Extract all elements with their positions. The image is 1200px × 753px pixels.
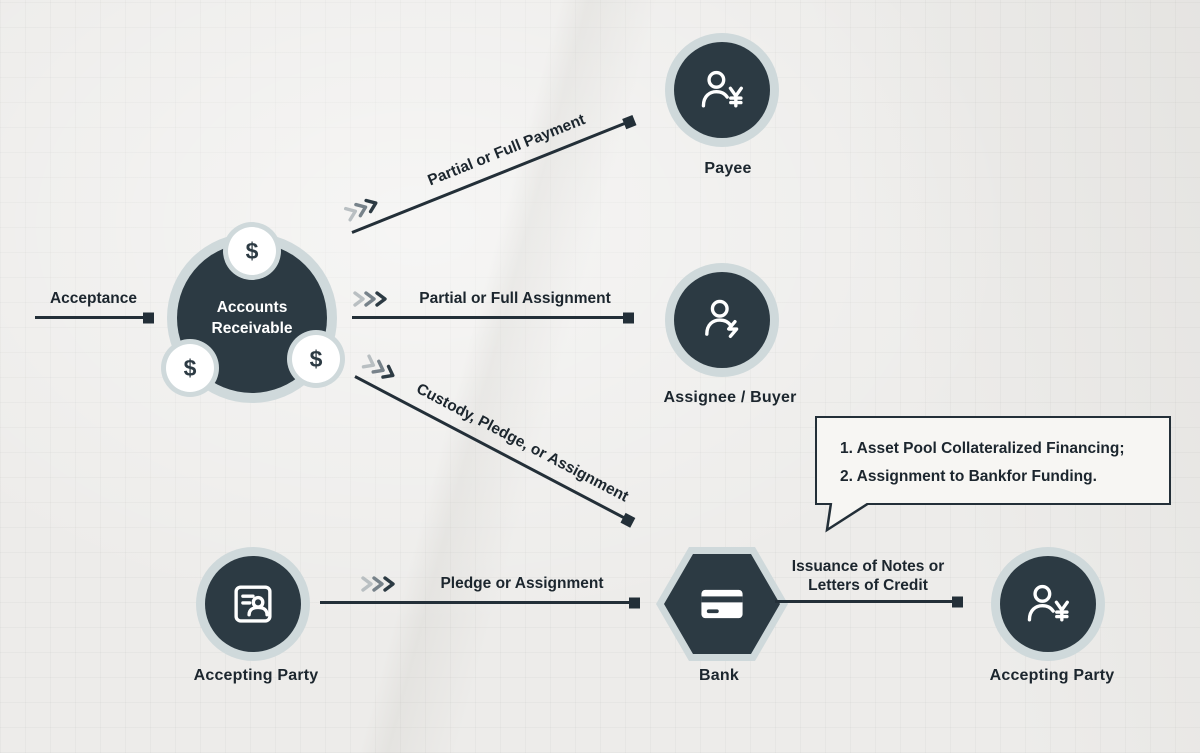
edge-acceptance-label: Acceptance	[49, 290, 137, 307]
person-transfer-icon	[705, 299, 739, 338]
edge-custody-pledge-assignment: Custody, Pledge, or Assignment	[354, 351, 645, 528]
dollar-badge-top: $	[228, 227, 276, 275]
document-person-icon	[234, 585, 272, 623]
edge-payment-label: Partial or Full Payment	[425, 111, 588, 190]
callout-tail	[825, 503, 870, 533]
arrow-endpoint-square	[620, 512, 636, 528]
arrow-line	[352, 312, 634, 323]
callout-line1: 1. Asset Pool Collateralized Financing;	[840, 440, 1125, 457]
person-yen-icon	[1027, 584, 1069, 622]
edge-issuance-line1: Issuance of Notes or	[791, 558, 945, 575]
edge-payment-label-row: Partial or Full Payment	[341, 94, 629, 225]
node-accepting-party-left	[205, 556, 301, 652]
node-label-accepting-party-left: Accepting Party	[193, 667, 319, 684]
triple-chevron-icon	[343, 198, 378, 222]
edge-acceptance-label-row: Acceptance	[35, 289, 152, 309]
dollar-icon: $	[245, 237, 259, 264]
arrow-line	[354, 375, 636, 528]
edge-acceptance: Acceptance	[35, 289, 154, 323]
dollar-badge-bottom-right: $	[292, 335, 340, 383]
node-label-accepting-party-right: Accepting Party	[989, 667, 1115, 684]
edge-assignment-label-row: Partial or Full Assignment	[352, 289, 632, 309]
edge-pledge-label-row: Pledge or Assignment	[320, 574, 638, 594]
accounts-receivable-line1: Accounts	[216, 299, 288, 316]
edge-issuance-line2: Letters of Credit	[808, 577, 928, 594]
triple-chevron-icon	[361, 354, 395, 379]
node-payee	[674, 42, 770, 138]
arrow-line	[320, 597, 640, 608]
edge-issuance: Issuance of Notes or Letters of Credit	[775, 557, 963, 607]
edge-partial-or-full-assignment: Partial or Full Assignment	[352, 289, 634, 323]
dollar-icon: $	[183, 354, 197, 381]
edge-custody-label-row: Custody, Pledge, or Assignment	[359, 351, 645, 514]
triple-chevron-icon	[361, 576, 395, 592]
arrow-endpoint-square	[952, 596, 963, 607]
arrow-line	[775, 596, 963, 607]
edge-pledge-or-assignment: Pledge or Assignment	[320, 574, 640, 608]
arrow-line	[351, 114, 637, 234]
node-label-payee: Payee	[704, 160, 752, 177]
edge-partial-or-full-payment: Partial or Full Payment	[341, 94, 637, 234]
edge-custody-label: Custody, Pledge, or Assignment	[413, 380, 632, 506]
edge-pledge-label: Pledge or Assignment	[440, 575, 604, 592]
edge-assignment-label: Partial or Full Assignment	[419, 290, 611, 307]
node-label-assignee-buyer: Assignee / Buyer	[663, 389, 797, 406]
triple-chevron-icon	[353, 291, 387, 307]
person-yen-icon	[701, 70, 743, 108]
dollar-icon: $	[309, 345, 323, 372]
node-accepting-party-right	[1000, 556, 1096, 652]
callout-line2: 2. Assignment to Bankfor Funding.	[840, 468, 1097, 485]
credit-card-icon	[701, 589, 743, 619]
accounts-receivable-line2: Receivable	[211, 320, 293, 337]
node-assignee-buyer	[674, 272, 770, 368]
arrow-endpoint-square	[629, 597, 640, 608]
arrow-endpoint-square	[622, 114, 637, 129]
dollar-badge-bottom-left: $	[166, 344, 214, 392]
arrow-endpoint-square	[623, 312, 634, 323]
node-label-bank: Bank	[699, 667, 739, 684]
callout-note: 1. Asset Pool Collateralized Financing; …	[815, 416, 1171, 505]
arrow-endpoint-square	[143, 312, 154, 323]
edge-issuance-label: Issuance of Notes or Letters of Credit	[775, 557, 961, 595]
arrow-line	[35, 312, 154, 323]
